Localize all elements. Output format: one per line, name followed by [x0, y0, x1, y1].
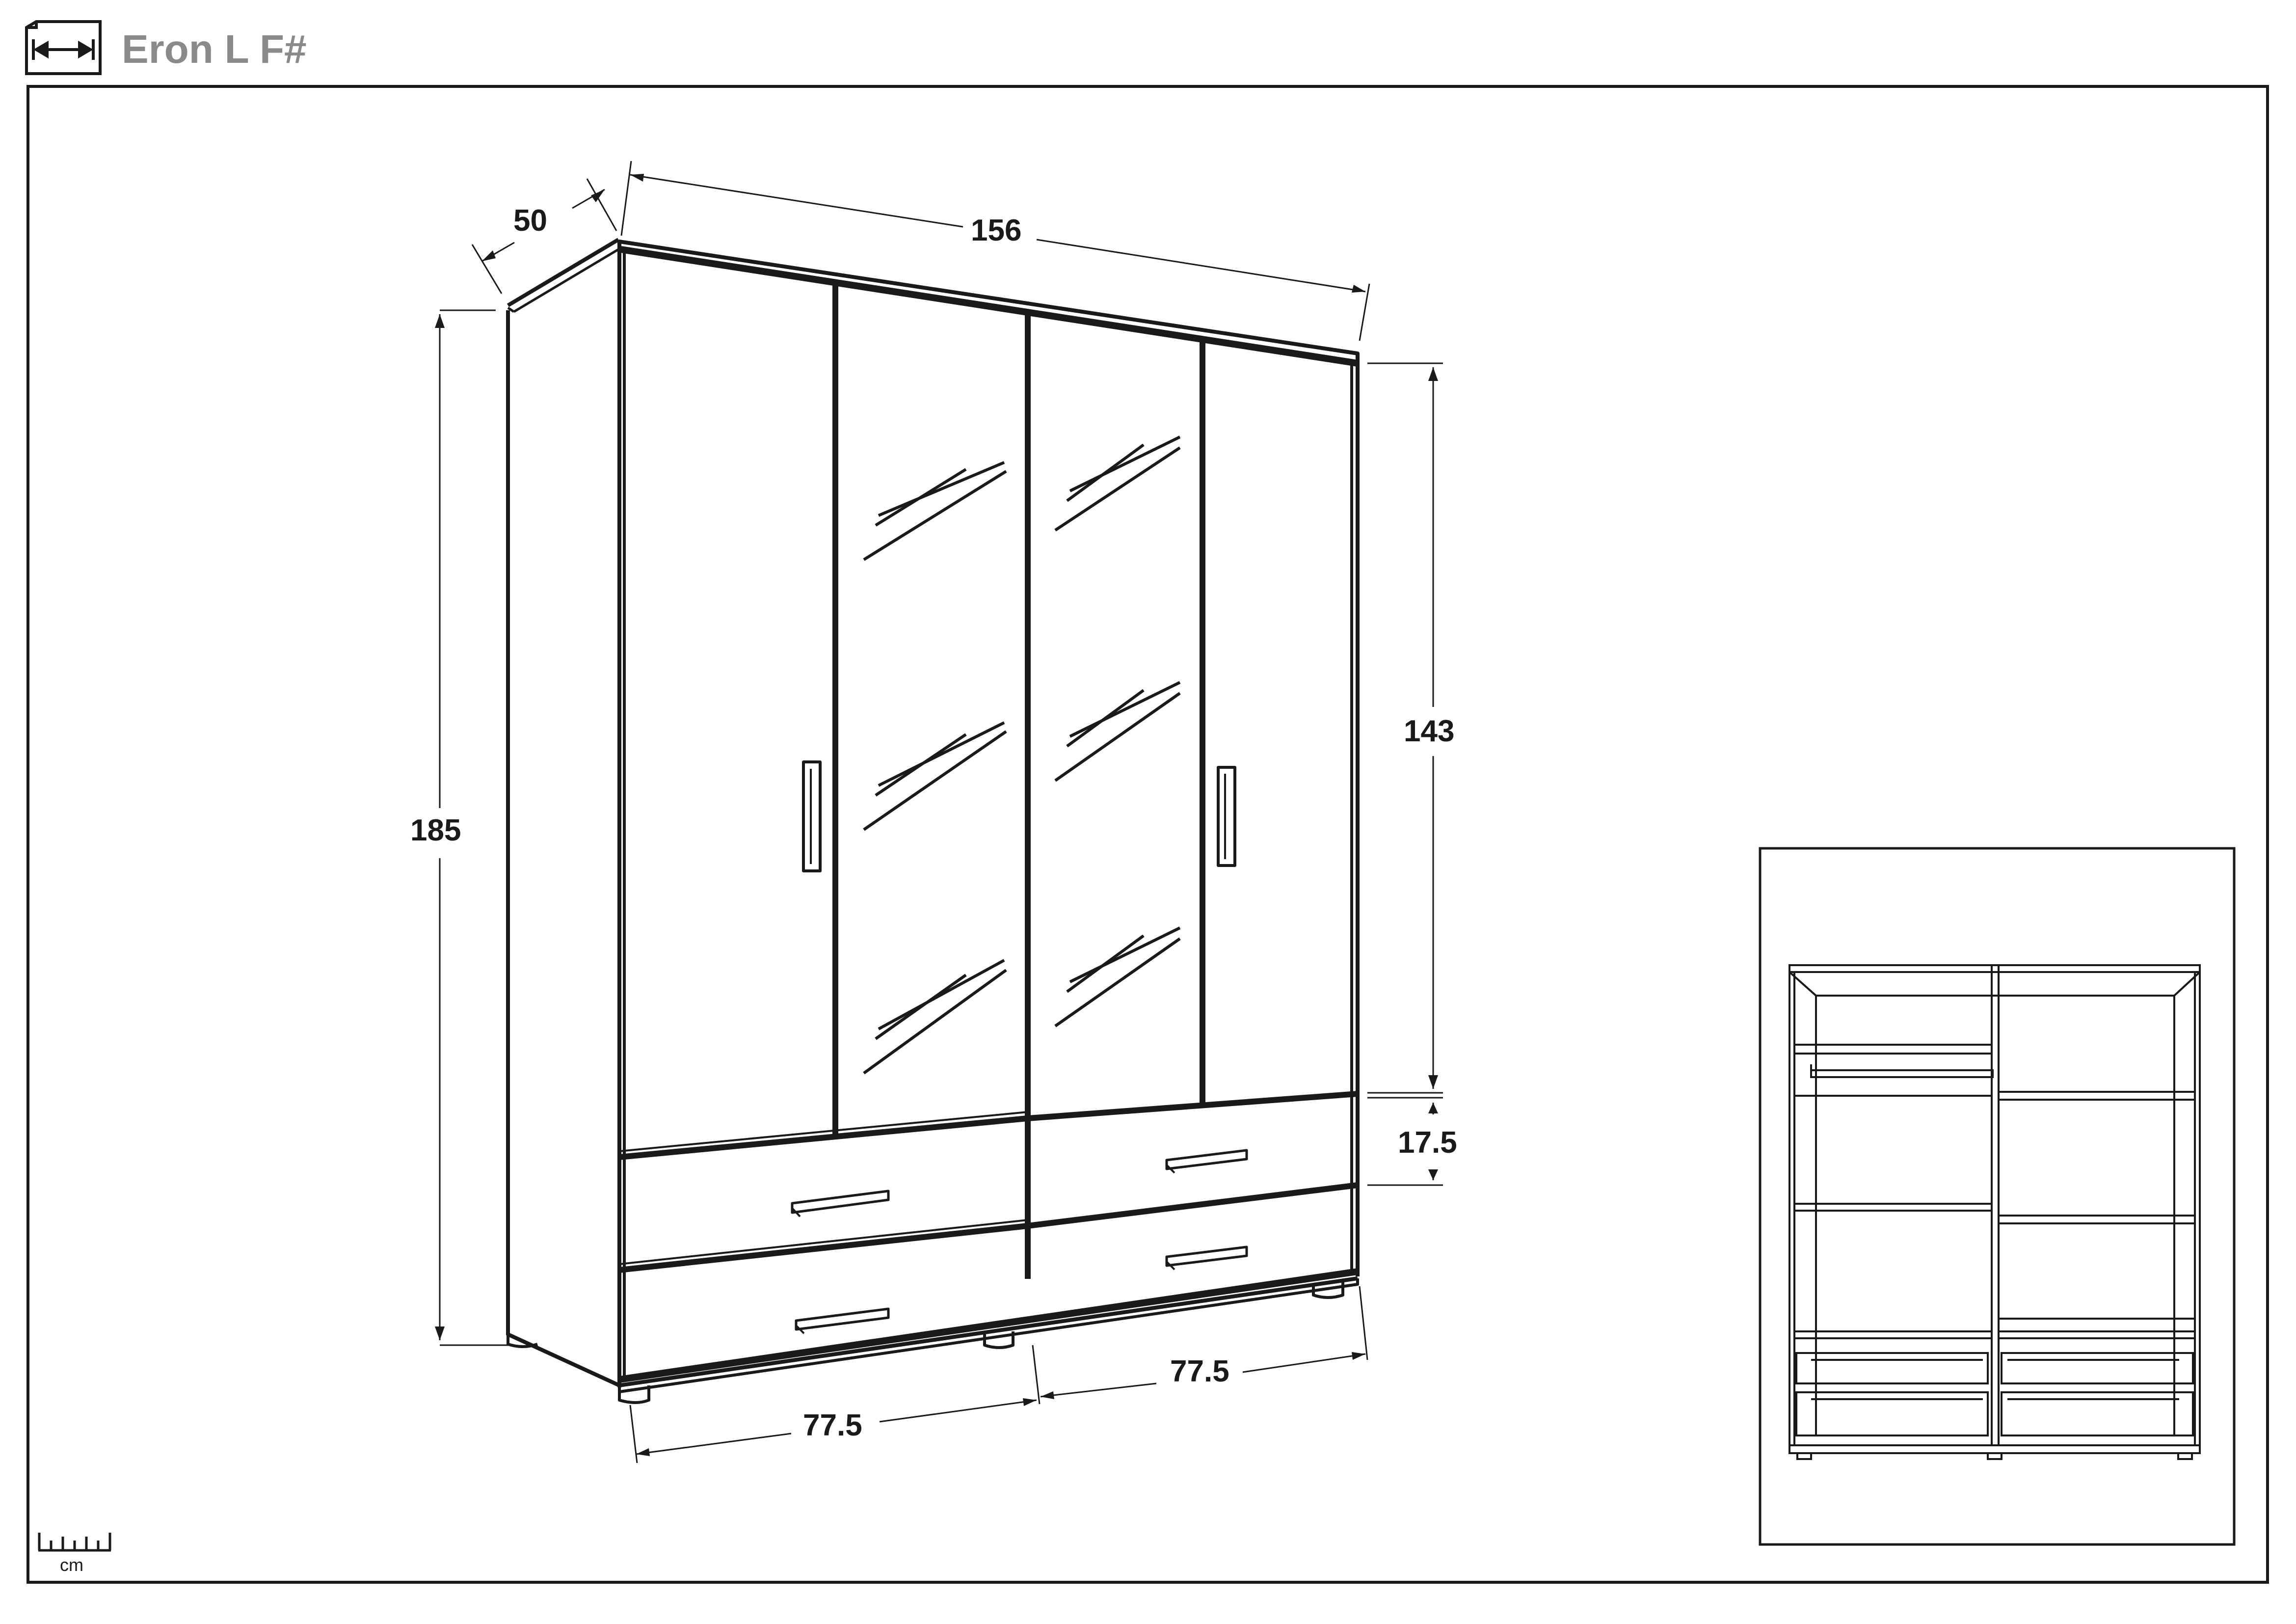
foot-front-left: [618, 1385, 650, 1404]
door-handle-left: [802, 760, 822, 872]
door-handle-right: [1217, 766, 1236, 867]
foot-back-left: [507, 1334, 538, 1348]
plinth: [619, 1276, 1358, 1387]
foot-front-center: [983, 1331, 1015, 1349]
mirror-reflection-left: [863, 461, 1007, 1075]
wardrobe-front-view: [506, 238, 1360, 1404]
ruler-icon: [38, 1533, 111, 1552]
foot-front-right: [1312, 1281, 1344, 1299]
interior-shelves: [1793, 1044, 2196, 1339]
dimension-depth-label: 50: [513, 204, 547, 238]
drawer-divider-right: [1027, 1182, 1358, 1229]
dimension-left-drawer-width-label: 77.5: [803, 1408, 862, 1442]
inset-frame: [1759, 847, 2236, 1546]
product-title: Eron L F#: [122, 27, 307, 72]
top-left-edge: [507, 238, 620, 307]
dimension-right-drawer-width-label: 77.5: [1170, 1354, 1229, 1388]
interior-drawers: [1795, 1352, 2194, 1436]
dimension-icon: [25, 20, 102, 75]
interior-feet: [1796, 1453, 2193, 1460]
dimension-arrowheads: [435, 174, 1438, 1456]
ruler-unit-label: cm: [60, 1555, 83, 1575]
main-frame: [27, 85, 2269, 1584]
dimension-height-label: 185: [410, 813, 461, 847]
dimension-width-label: 156: [971, 214, 1021, 247]
interior-view-inset: [1759, 847, 2236, 1546]
mirror-reflection-right: [1054, 435, 1181, 1028]
doors-bottom-right: [1027, 1091, 1358, 1121]
doors-bottom-left: [619, 1115, 1028, 1160]
dimension-door-height-label: 143: [1404, 714, 1454, 748]
drawer-divider-left: [619, 1223, 1028, 1273]
dimension-drawer-height-label: 17.5: [1398, 1126, 1457, 1160]
dimension-lines: [439, 161, 1443, 1463]
